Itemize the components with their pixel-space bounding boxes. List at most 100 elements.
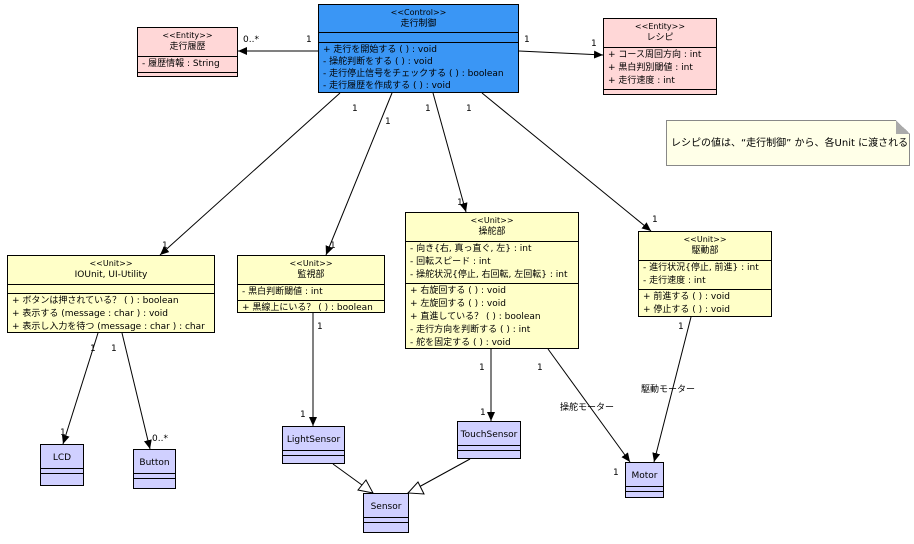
attribute-row: - 進行状況{停止, 前進} : int — [643, 263, 759, 273]
multiplicity-label: 1 — [162, 241, 168, 251]
class-name: Motor — [631, 471, 658, 481]
attribute-row: - 回転スピード : int — [410, 257, 491, 267]
class-header: <<Unit>> IOUnit, UI-Utility — [8, 256, 214, 285]
link-control-recipe[interactable] — [518, 50, 604, 59]
class-header: <<Unit>> 監視部 — [238, 256, 384, 285]
multiplicity-label: 1 — [678, 322, 684, 332]
attributes-section — [319, 33, 518, 43]
attribute-row: - 黒白判断閾値 : int — [242, 287, 323, 297]
class-name: 走行制御 — [400, 19, 437, 29]
class-drive-control[interactable]: <<Control>> 走行制御 + 走行を開始する ( ) : void - … — [318, 4, 519, 93]
stereotype-label: <<Unit>> — [89, 259, 133, 268]
operation-row: + 黒線上にいる？ ( ) : boolean — [242, 303, 373, 313]
class-monitor[interactable]: <<Unit>> 監視部 - 黒白判断閾値 : int + 黒線上にいる？ ( … — [237, 255, 385, 313]
class-motor[interactable]: Motor — [625, 462, 664, 498]
attributes-section — [8, 285, 214, 294]
attribute-row: - 履歴情報 : String — [142, 59, 220, 69]
attributes-section — [626, 487, 663, 492]
multiplicity-label: 1 — [425, 104, 431, 114]
multiplicity-label: 1 — [652, 215, 658, 225]
operation-row: + 左旋回する ( ) : void — [410, 299, 506, 309]
class-io-unit[interactable]: <<Unit>> IOUnit, UI-Utility + ボタンは押されている… — [7, 255, 215, 333]
attribute-row: - 向き{右, 真っ直ぐ, 左} : int — [410, 244, 532, 254]
class-header: Sensor — [364, 494, 408, 518]
multiplicity-label: 1 — [480, 408, 486, 418]
class-steering[interactable]: <<Unit>> 操舵部 - 向き{右, 真っ直ぐ, 左} : int - 回転… — [405, 212, 579, 349]
multiplicity-label: 1 — [111, 344, 117, 354]
operations-section — [458, 451, 520, 455]
operations-section — [604, 90, 716, 98]
class-recipe[interactable]: <<Entity>> レシピ + コース周回方向 : int + 黒白判別閾値 … — [603, 18, 717, 95]
link-control-drive[interactable] — [481, 92, 652, 232]
multiplicity-label: 1 — [306, 35, 312, 45]
class-name: LightSensor — [286, 435, 341, 445]
multiplicity-label: 1 — [385, 117, 391, 127]
class-sensor[interactable]: Sensor — [363, 493, 409, 533]
multiplicity-label: 1 — [60, 428, 66, 438]
multiplicity-label: 0..* — [243, 35, 259, 45]
operation-row: - 操舵判断をする ( ) : void — [323, 57, 433, 67]
link-iounit-button[interactable] — [116, 321, 152, 450]
class-name: 操舵部 — [478, 227, 506, 237]
class-button[interactable]: Button — [133, 449, 176, 489]
operation-row: + 右旋回する ( ) : void — [410, 286, 506, 296]
note-fold-corner — [896, 120, 910, 134]
multiplicity-label: 1 — [300, 410, 306, 420]
multiplicity-label: 1 — [537, 363, 543, 373]
link-iounit-lcd[interactable] — [61, 321, 104, 445]
note-recipe-values[interactable]: レシピの値は、“走行制御” から、各Unit に渡される — [666, 120, 910, 166]
class-name: レシピ — [646, 33, 674, 43]
generalization-arrowhead-right — [406, 481, 425, 495]
operation-row: + 停止する ( ) : void — [643, 305, 730, 315]
class-touch-sensor[interactable]: TouchSensor — [457, 421, 521, 459]
multiplicity-label: 1 — [317, 322, 323, 332]
multiplicity-label: 1 — [352, 104, 358, 114]
operation-row: - 走行方向を判断する ( ) : int — [410, 325, 531, 335]
link-control-steering[interactable] — [432, 92, 468, 213]
role-label: 駆動モーター — [641, 385, 696, 395]
class-header: LightSensor — [283, 427, 344, 451]
stereotype-label: <<Entity>> — [162, 31, 213, 40]
operation-row: + ボタンは押されている？ ( ) : boolean — [12, 296, 179, 306]
operation-row: + 表示し入力を待つ (message : char ) : char — [12, 322, 205, 332]
class-name: IOUnit, UI-Utility — [74, 270, 148, 280]
class-drive-unit[interactable]: <<Unit>> 駆動部 - 進行状況{停止, 前進} : int - 走行速度… — [638, 231, 772, 317]
operations-section — [138, 73, 237, 81]
class-header: LCD — [41, 445, 83, 469]
attributes-section — [364, 518, 408, 523]
stereotype-label: <<Control>> — [390, 8, 447, 17]
operations-section — [134, 479, 175, 483]
operations-section: + 走行を開始する ( ) : void - 操舵判断をする ( ) : voi… — [319, 43, 518, 93]
link-control-iounit[interactable] — [159, 92, 341, 256]
attributes-section: - 黒白判断閾値 : int — [238, 285, 384, 301]
multiplicity-label: 1 — [479, 363, 485, 373]
attribute-row: - 操舵状況{停止, 右回転, 左回転} : int — [410, 270, 568, 280]
attributes-section: + コース周回方向 : int + 黒白判別閾値 : int + 走行速度 : … — [604, 48, 716, 90]
role-label: 操舵モーター — [560, 403, 615, 413]
stereotype-label: <<Unit>> — [470, 216, 514, 225]
attributes-section — [283, 451, 344, 456]
link-drive-motor[interactable] — [652, 305, 697, 463]
attribute-row: + コース周回方向 : int — [608, 50, 702, 60]
class-header: <<Control>> 走行制御 — [319, 5, 518, 33]
operations-section: + 黒線上にいる？ ( ) : boolean — [238, 301, 384, 316]
class-header: <<Unit>> 操舵部 — [406, 213, 578, 242]
link-steering-motor[interactable] — [540, 339, 631, 463]
class-header: Motor — [626, 463, 663, 487]
link-control-monitor[interactable] — [325, 92, 393, 256]
class-light-sensor[interactable]: LightSensor — [282, 426, 345, 464]
attributes-section — [134, 474, 175, 479]
attributes-section — [458, 446, 520, 451]
operations-section — [283, 456, 344, 460]
attribute-row: + 黒白判別閾値 : int — [608, 63, 693, 73]
operation-row: - 走行履歴を作成する ( ) : void — [323, 81, 451, 91]
attribute-row: + 走行速度 : int — [608, 76, 675, 86]
attributes-section: - 向き{右, 真っ直ぐ, 左} : int - 回転スピード : int - … — [406, 242, 578, 284]
class-header: <<Entity>> レシピ — [604, 19, 716, 48]
class-name: 駆動部 — [691, 246, 719, 256]
class-lcd[interactable]: LCD — [40, 444, 84, 486]
class-drive-history[interactable]: <<Entity>> 走行履歴 - 履歴情報 : String — [137, 27, 238, 77]
attributes-section: - 進行状況{停止, 前進} : int - 走行速度 : int — [639, 261, 771, 290]
generalization-arrowhead-left — [357, 479, 374, 494]
